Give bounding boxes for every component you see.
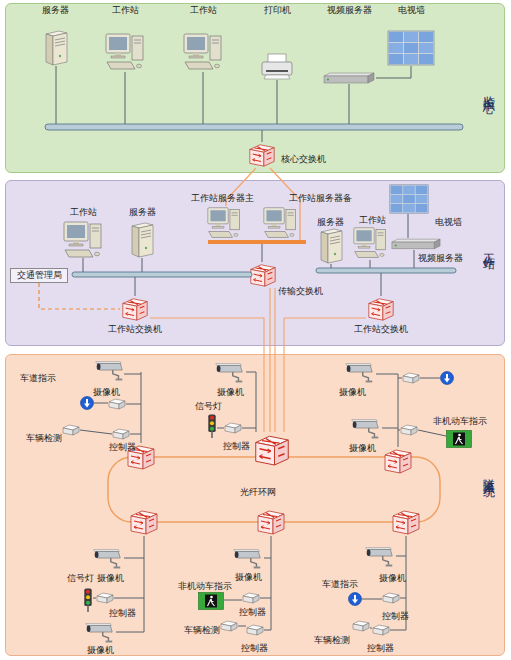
switch-caption: 工作站交换机 — [354, 324, 408, 335]
controller-icon — [383, 593, 399, 603]
camera-icon — [366, 548, 392, 567]
lane-sign-icon — [81, 397, 94, 410]
controller-icon — [109, 399, 125, 409]
bike-sign-icon — [199, 593, 224, 610]
switch-node: 工作站交换机 — [120, 296, 150, 322]
network-bus — [72, 272, 252, 277]
tv-wall-icon — [388, 31, 434, 65]
wire — [56, 66, 411, 142]
zone-band: 隧道系统 — [5, 354, 505, 656]
switch-node: 工作站交换机 — [366, 296, 396, 322]
dashed-link — [39, 283, 120, 309]
video-server-icon — [324, 73, 374, 83]
controller-icon — [403, 373, 419, 383]
workstation-icon — [64, 222, 101, 257]
switch-icon — [120, 296, 150, 322]
controller-icon — [401, 425, 417, 435]
wire — [362, 536, 406, 630]
server-bus — [208, 240, 306, 244]
controller-icon — [225, 423, 241, 433]
box-text: 交通管理局 — [11, 269, 67, 282]
ring-switch-icon — [258, 511, 284, 534]
server-icon — [321, 229, 342, 263]
ring-switch-icon — [393, 511, 419, 534]
network-bus — [316, 268, 456, 273]
switch-icon — [366, 296, 396, 322]
server-icon — [132, 223, 153, 257]
zone-heading: 隧道系统 — [480, 469, 497, 477]
printer-icon — [262, 54, 292, 79]
fiber-link — [226, 168, 300, 240]
detector-icon — [63, 425, 79, 435]
camera-icon — [216, 364, 242, 383]
workstation-icon — [208, 208, 239, 238]
detector-icon — [353, 621, 369, 631]
traffic-light-icon — [84, 588, 91, 612]
zone-heading: 监控中心 — [480, 86, 497, 94]
switch-node: 传输交换机 — [248, 262, 278, 288]
zone-heading: 工作站 — [480, 244, 497, 250]
wire — [83, 214, 414, 296]
network-bus — [45, 124, 463, 130]
workstation-icon — [184, 34, 221, 69]
traffic-light-icon — [208, 414, 215, 438]
controller-icon — [97, 593, 113, 603]
detector-icon — [221, 621, 237, 631]
wire — [217, 372, 256, 432]
switch-icon — [369, 299, 393, 320]
workstation-icon — [354, 228, 385, 258]
switch-icon — [123, 299, 147, 320]
workstation-icon — [264, 208, 295, 238]
controller-icon — [243, 593, 259, 603]
workstation-icon — [106, 34, 143, 69]
camera-icon — [96, 362, 122, 381]
ring-switch-icon — [256, 436, 289, 465]
switch-caption: 工作站交换机 — [108, 324, 162, 335]
fiber-ring — [108, 457, 440, 522]
switch-icon — [251, 265, 275, 286]
fiber-link — [150, 288, 366, 432]
switch-caption: 核心交换机 — [281, 154, 326, 165]
camera-icon — [234, 550, 260, 569]
lane-sign-icon — [441, 372, 454, 385]
camera-icon — [86, 624, 112, 643]
switch-caption: 传输交换机 — [278, 286, 323, 297]
camera-icon — [352, 420, 378, 439]
agency-box: 交通管理局 — [10, 268, 68, 283]
server-icon — [46, 31, 67, 65]
zone-band: 监控中心核心交换机 — [5, 3, 505, 173]
camera-icon — [94, 550, 120, 569]
controller-icon — [113, 429, 129, 439]
switch-icon — [250, 145, 274, 166]
controller-icon — [247, 625, 263, 635]
wire — [376, 374, 446, 447]
ring-switch-icon — [128, 446, 154, 469]
switch-icon — [248, 262, 278, 288]
controller-icon — [373, 625, 389, 635]
switch-node: 核心交换机 — [247, 142, 277, 168]
ring-switch-icon — [385, 450, 411, 473]
wire — [224, 536, 271, 630]
zone-band: 工作站交通管理局工作站交换机 传输交换机工作站交换机 — [5, 180, 505, 346]
bike-sign-icon — [447, 431, 472, 448]
wire — [93, 536, 144, 632]
tv-wall-icon — [390, 185, 428, 213]
ring-switch-icon — [131, 511, 157, 534]
lane-sign-icon — [349, 593, 362, 606]
wire — [80, 372, 141, 443]
video-server-icon — [392, 239, 440, 249]
camera-icon — [346, 364, 372, 383]
switch-icon — [247, 142, 277, 168]
